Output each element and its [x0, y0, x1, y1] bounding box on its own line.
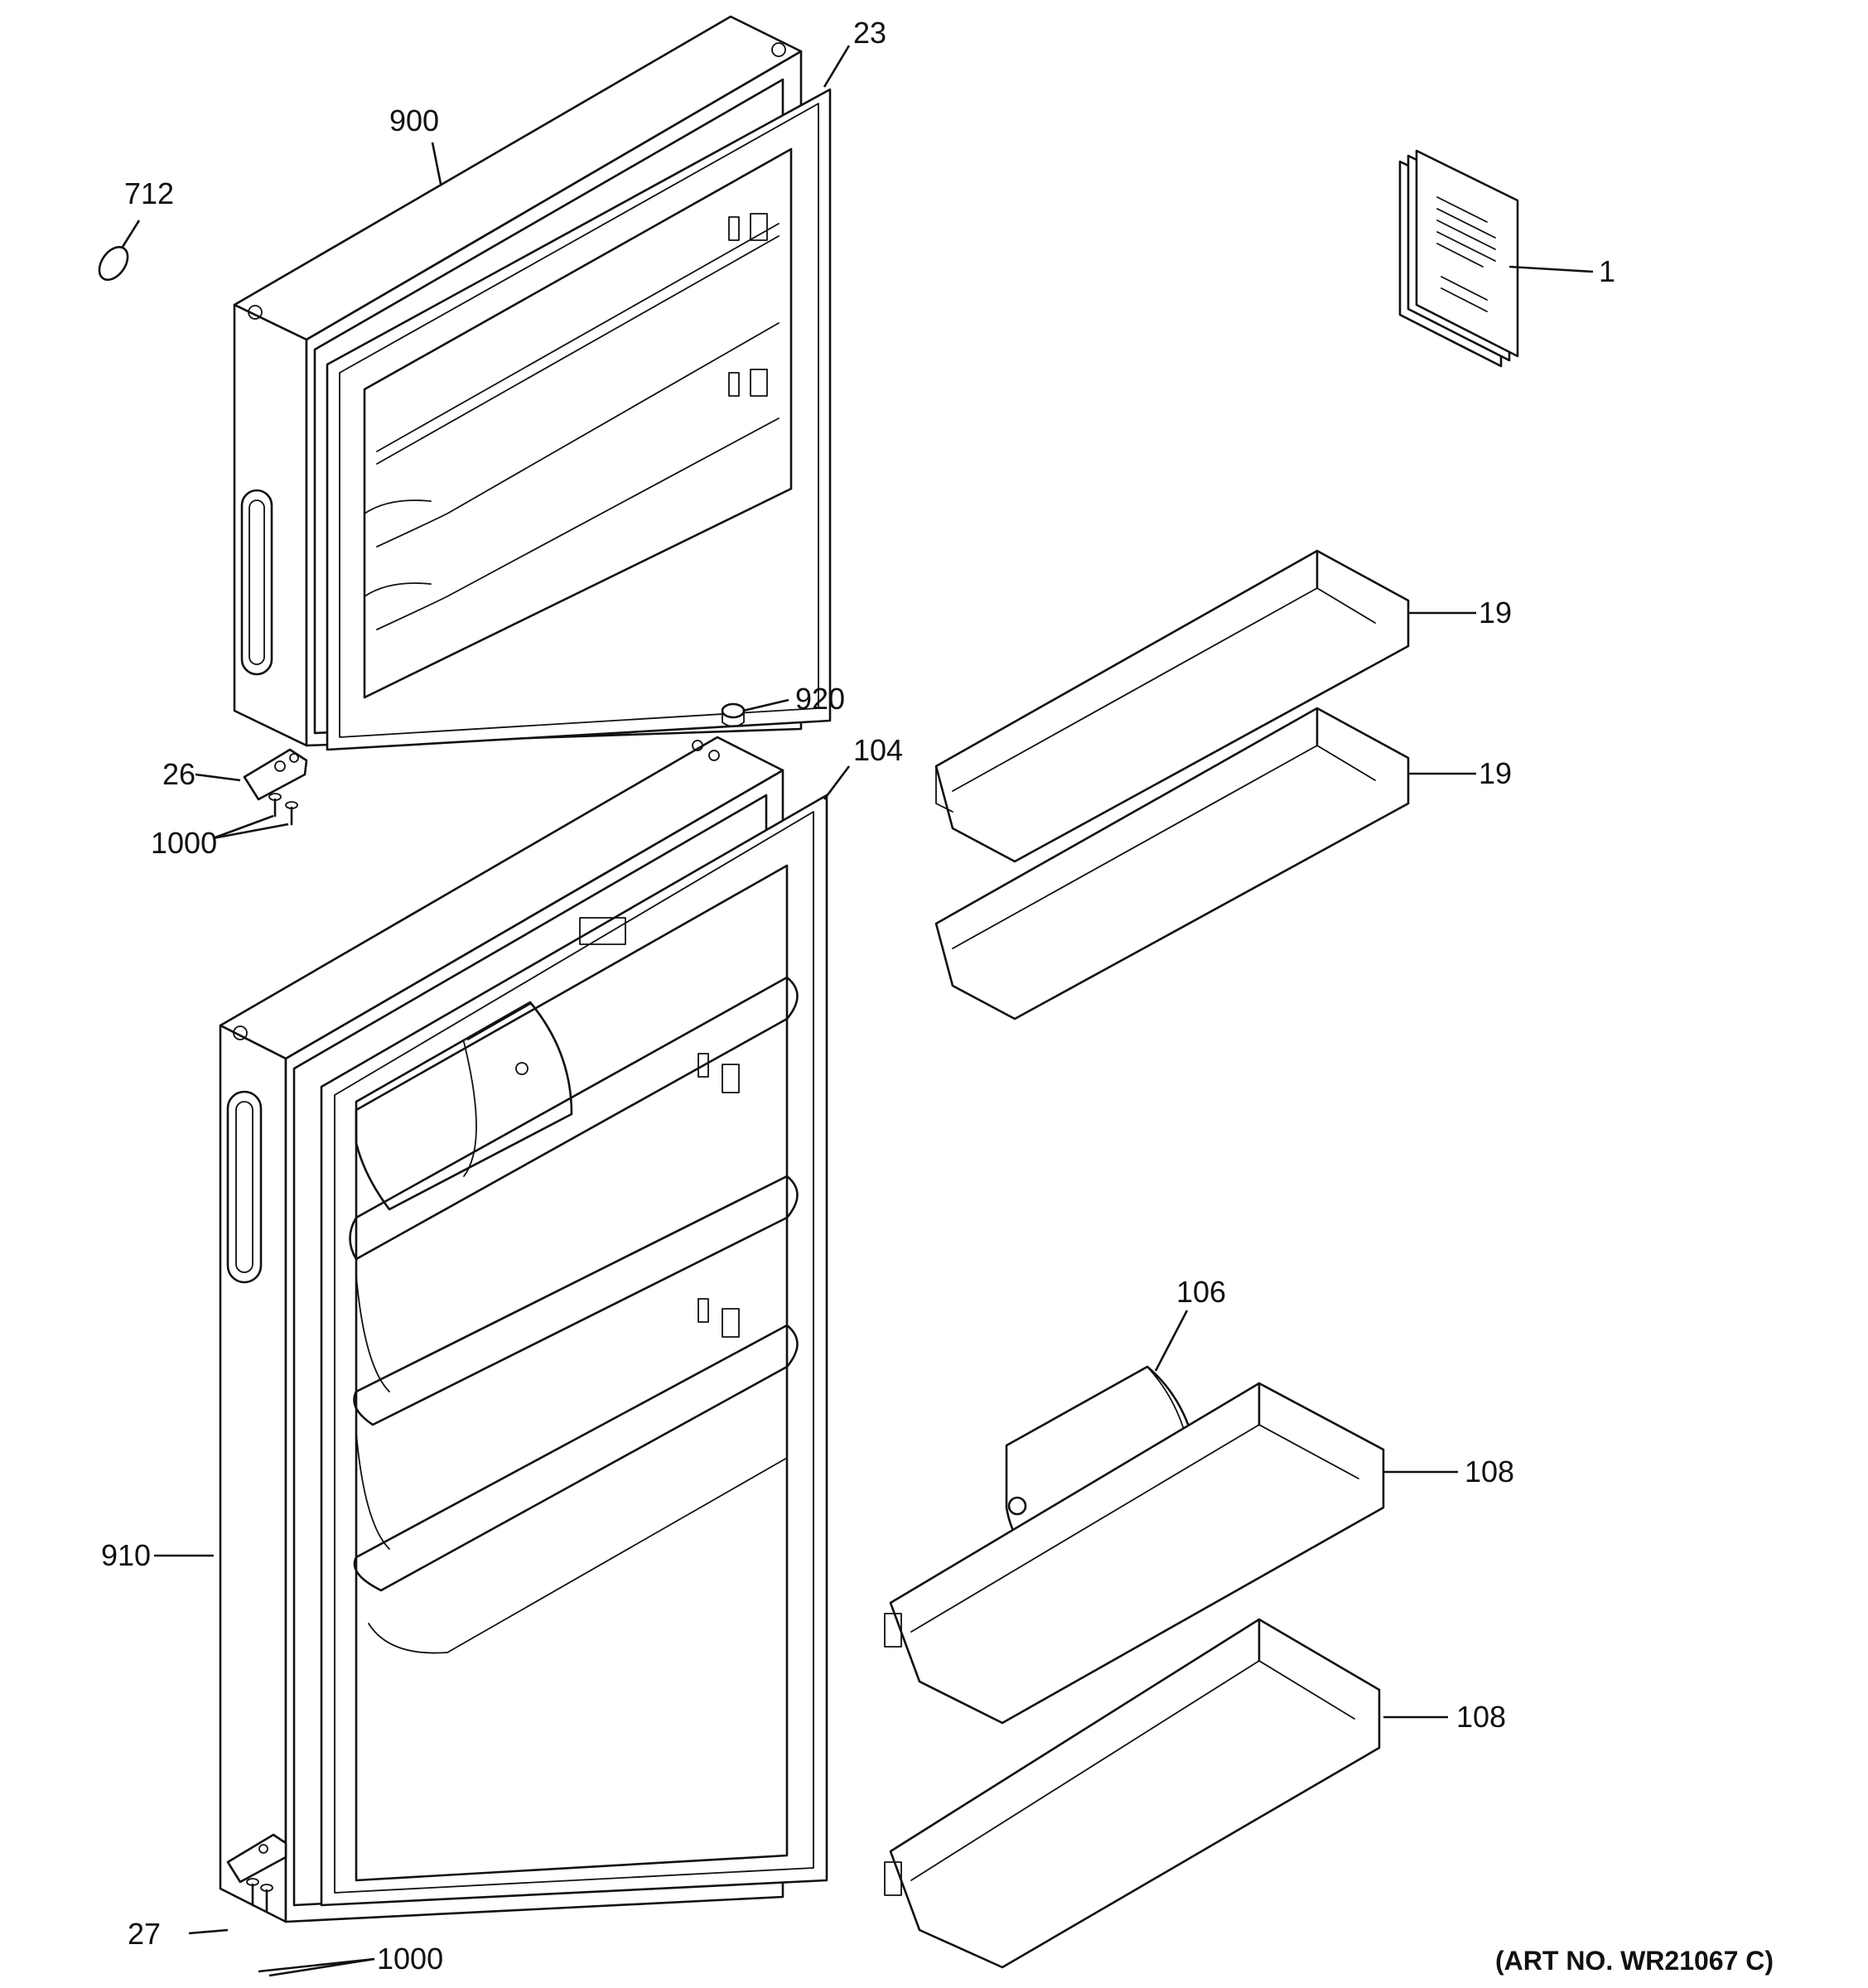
callout-900: 900 [389, 104, 439, 138]
plug-button [98, 245, 129, 282]
callout-19-upper: 19 [1479, 596, 1512, 630]
hinge-screws-bottom [246, 1878, 273, 1913]
callout-108-lower: 108 [1456, 1700, 1506, 1734]
door-bin-upper-2 [934, 707, 1410, 1021]
callout-23: 23 [853, 16, 886, 50]
callout-19-lower: 19 [1479, 756, 1512, 790]
callout-27: 27 [128, 1917, 161, 1951]
callout-910: 910 [101, 1538, 151, 1572]
callout-920: 920 [795, 682, 845, 716]
art-number: (ART NO. WR21067 C) [1495, 1946, 1774, 1976]
callout-1: 1 [1599, 254, 1615, 288]
bottom-hinge [226, 1833, 287, 1884]
door-bin-upper-1 [934, 549, 1410, 863]
door-bin-lower-1 [884, 1382, 1385, 1725]
hinge-screws-top [268, 793, 298, 826]
freezer-door [233, 15, 832, 751]
callout-106: 106 [1176, 1275, 1226, 1309]
door-bin-lower-2 [884, 1618, 1381, 1969]
callout-1000-bottom: 1000 [377, 1942, 443, 1976]
callout-104: 104 [853, 733, 903, 767]
callout-712: 712 [124, 176, 174, 210]
callout-26: 26 [162, 757, 195, 791]
fresh-food-door [219, 736, 828, 1923]
callout-1000-top: 1000 [151, 826, 217, 860]
leader-lines [121, 45, 1594, 1977]
callout-108-upper: 108 [1465, 1455, 1514, 1489]
top-hinge [243, 748, 308, 801]
owners-manual [1398, 149, 1519, 368]
